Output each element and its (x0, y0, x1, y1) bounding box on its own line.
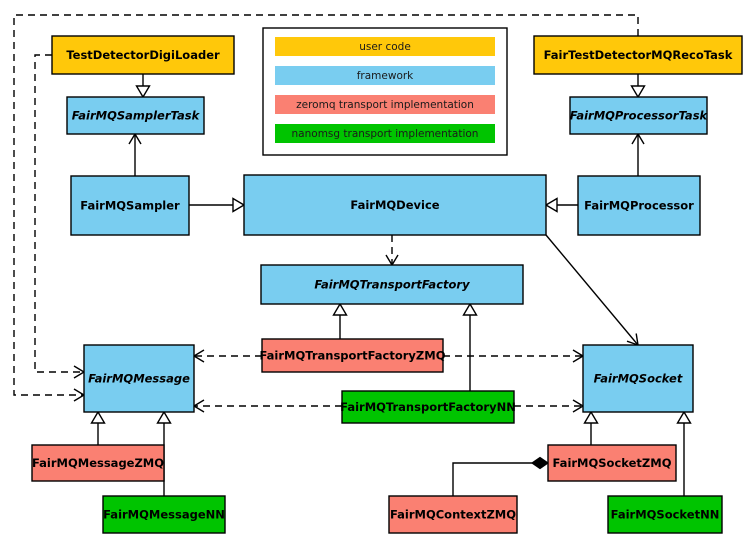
inheritance-arrowhead-icon (544, 197, 558, 213)
edge-socketnn-inherits-socket (676, 410, 692, 496)
edge-sampler-inherits-samplertask (128, 132, 142, 176)
legend-item-3: nanomsg transport implementation (275, 124, 495, 143)
class-node-box[interactable] (607, 495, 723, 534)
edge-line (13, 14, 639, 396)
class-node-FairMQTransportFactory[interactable]: FairMQTransportFactory (260, 264, 524, 305)
edge-recotask-inherits-processortask (630, 74, 646, 99)
edge-transportfactoryzmq-inherits-transportfactory (332, 302, 348, 339)
legend-swatch (275, 124, 495, 143)
class-node-FairMQSocketNN[interactable]: FairMQSocketNN (607, 495, 723, 534)
class-node-FairMQProcessor[interactable]: FairMQProcessor (577, 175, 701, 236)
class-node-box[interactable] (582, 344, 694, 413)
class-node-box[interactable] (569, 96, 708, 135)
class-node-FairMQDevice[interactable]: FairMQDevice (243, 174, 547, 236)
class-node-TestDetectorDigiLoader[interactable]: TestDetectorDigiLoader (51, 35, 235, 75)
inheritance-arrowhead-icon (232, 197, 246, 213)
edge-processor-inherits-device (544, 197, 578, 213)
inheritance-arrowhead-icon (630, 85, 646, 99)
class-node-box[interactable] (261, 338, 444, 373)
class-node-FairMQMessage[interactable]: FairMQMessage (83, 344, 195, 413)
class-node-box[interactable] (31, 444, 165, 482)
edge-transportfactoryzmq-creates-message (192, 349, 262, 363)
edge-transportfactorynn-creates-socket (514, 399, 585, 413)
inheritance-arrowhead-icon (156, 410, 172, 424)
inheritance-arrowhead-icon (135, 85, 151, 99)
class-node-box[interactable] (66, 96, 205, 135)
class-node-FairMQTransportFactoryZMQ[interactable]: FairMQTransportFactoryZMQ (259, 338, 446, 373)
legend-swatch (275, 37, 495, 56)
class-node-FairMQProcessorTask[interactable]: FairMQProcessorTask (569, 96, 709, 135)
edge-line (452, 462, 532, 496)
edge-messagezmq-inherits-message (90, 410, 106, 445)
inheritance-arrowhead-icon (332, 302, 348, 316)
class-node-FairMQContextZMQ[interactable]: FairMQContextZMQ (388, 495, 518, 534)
class-node-box[interactable] (102, 495, 226, 534)
edge-device-uses-transportfactory (385, 235, 399, 267)
composition-diamond-icon (530, 456, 550, 470)
edge-transportfactorynn-creates-message (192, 399, 342, 413)
class-node-FairMQSocket[interactable]: FairMQSocket (582, 344, 694, 413)
edge-transportfactorynn-inherits-transportfactory (462, 302, 478, 391)
class-node-box[interactable] (70, 175, 190, 236)
class-node-box[interactable] (533, 35, 743, 75)
inheritance-arrowhead-icon (462, 302, 478, 316)
class-node-FairMQSampler[interactable]: FairMQSampler (70, 175, 190, 236)
edge-socketzmq-inherits-socket (583, 410, 599, 445)
inheritance-arrowhead-icon (676, 410, 692, 424)
class-node-box[interactable] (547, 444, 677, 482)
class-node-FairMQTransportFactoryNN[interactable]: FairMQTransportFactoryNN (340, 390, 516, 424)
class-node-box[interactable] (388, 495, 518, 534)
legend-item-2: zeromq transport implementation (275, 95, 495, 114)
edge-digiloader-inherits-samplertask (135, 74, 151, 99)
legend-swatch (275, 66, 495, 85)
class-node-box[interactable] (51, 35, 235, 75)
legend-layer: user code framework zeromq transport imple… (262, 27, 508, 156)
class-node-box[interactable] (243, 174, 547, 236)
legend-item-0: user code (275, 37, 495, 56)
class-node-FairTestDetectorMQRecoTask[interactable]: FairTestDetectorMQRecoTask (533, 35, 743, 75)
class-node-FairMQMessageNN[interactable]: FairMQMessageNN (102, 495, 226, 534)
class-node-box[interactable] (341, 390, 515, 424)
edge-sampler-inherits-device (189, 197, 246, 213)
inheritance-arrowhead-icon (90, 410, 106, 424)
class-node-box[interactable] (83, 344, 195, 413)
edge-processor-inherits-processortask (631, 132, 645, 176)
edge-transportfactoryzmq-creates-socket (443, 349, 585, 363)
edge-device-uses-socket (545, 234, 639, 347)
edge-contextzmq-composed-in-socketzmq (452, 456, 550, 496)
class-node-FairMQSocketZMQ[interactable]: FairMQSocketZMQ (547, 444, 677, 482)
class-node-box[interactable] (577, 175, 701, 236)
class-node-FairMQSamplerTask[interactable]: FairMQSamplerTask (66, 96, 205, 135)
legend-swatch (275, 95, 495, 114)
edge-line (545, 234, 639, 346)
class-node-FairMQMessageZMQ[interactable]: FairMQMessageZMQ (31, 444, 165, 482)
class-node-box[interactable] (260, 264, 524, 305)
inheritance-arrowhead-icon (583, 410, 599, 424)
legend-item-1: framework (275, 66, 495, 85)
